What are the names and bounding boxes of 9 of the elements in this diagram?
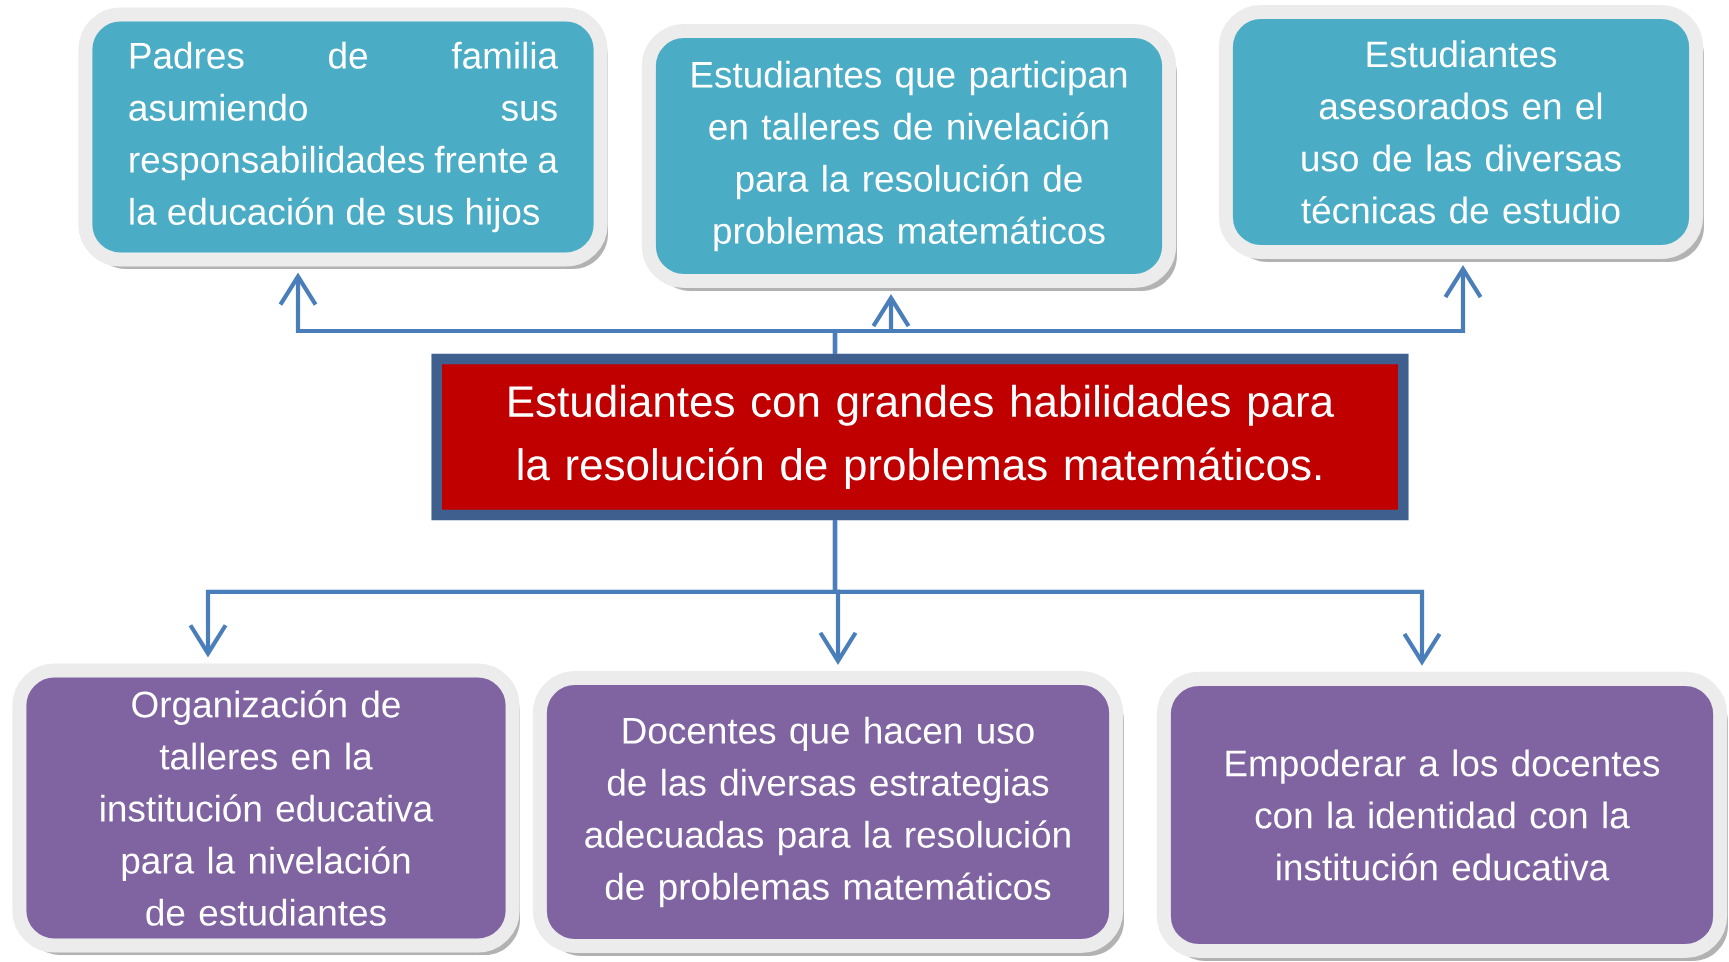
arrow: [832, 265, 1483, 354]
goal-box: Estudiantes con grandes habilidades para la resolución de problemas matemáticos.: [431, 353, 1409, 521]
effect-box: Estudiantes asesorados en el uso de las diversas técnicas de estudio: [1218, 4, 1704, 262]
arrow: [832, 520, 1442, 666]
action-box: Empoderar a los docentes con la identidad con la institución educativa: [1156, 671, 1728, 961]
action-box: Organización de talleres en la institución educativa para la nivelación de estudiantes: [12, 663, 520, 955]
effect-box: Estudiantes que participan en talleres de nivelación para la resolución de problemas matemáticos: [641, 23, 1177, 291]
action-box: Docentes que hacen uso de las diversas estrategias adecuadas para la resolución de problemas matemáticos: [532, 670, 1124, 956]
effect-box: Padres de familia asumiendo sus responsabilidades frente a la educación de sus hijos: [78, 7, 608, 269]
